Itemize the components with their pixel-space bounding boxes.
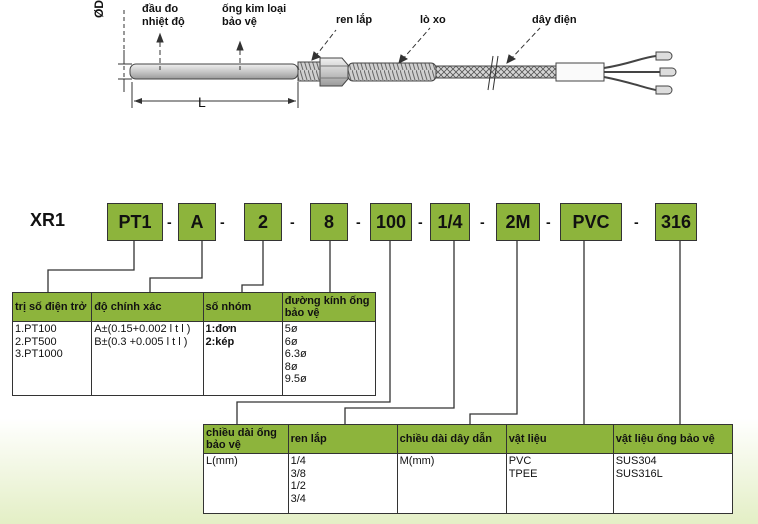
- callout-spring: lò xo: [420, 14, 446, 26]
- callout-wire: dây điện: [532, 14, 577, 26]
- header-thread: ren lắp: [290, 432, 327, 445]
- code-segment-7: 2M: [496, 203, 540, 241]
- separator: -: [480, 214, 485, 230]
- list-item: 9.5ø: [284, 373, 307, 385]
- separator: -: [356, 214, 361, 230]
- separator: -: [546, 214, 551, 230]
- lead-wires: [603, 51, 677, 95]
- callout-metal-tube: ống kim loại bảo vệ: [222, 3, 287, 28]
- list-item: 6ø: [284, 335, 298, 348]
- list-item: 2.PT500: [15, 335, 57, 348]
- header-material: vật liệu: [508, 432, 547, 445]
- header-tube-material: vật liệu ống bảo vệ: [615, 432, 715, 445]
- separator: -: [418, 214, 423, 230]
- header-resistance: trị số điện trở: [15, 300, 87, 313]
- list-item: PVC: [508, 455, 532, 467]
- list-item: L(mm): [206, 455, 238, 467]
- header-group-count: số nhóm: [205, 300, 252, 313]
- callout-leaders: [156, 27, 541, 70]
- code-segment-1: PT1: [107, 203, 163, 241]
- header-tube-length: chiều dài ống bảo vệ: [206, 426, 277, 452]
- sensor-drawing: [118, 10, 677, 108]
- code-segment-3: 2: [244, 203, 282, 241]
- separator: -: [290, 214, 295, 230]
- list-item: 5ø: [284, 323, 298, 335]
- list-item: 2:kép: [205, 335, 235, 348]
- separator: -: [167, 214, 172, 230]
- spec-table-bottom: chiều dài ống bảo vệ ren lắp chiều dài d…: [203, 424, 734, 514]
- list-item: 3/8: [290, 467, 306, 480]
- code-segment-6: 1/4: [430, 203, 470, 241]
- header-tube-diameter: đường kính ống bảo vệ: [284, 294, 370, 320]
- separator: -: [220, 214, 225, 230]
- diameter-dimension: [118, 10, 132, 92]
- list-item: A±(0.15+0.002 l t l ): [94, 323, 191, 335]
- list-item: 6.3ø: [284, 348, 307, 360]
- length-dimension: [131, 82, 299, 108]
- list-item: 1/2: [290, 480, 306, 492]
- code-segment-9: 316: [655, 203, 697, 241]
- code-prefix: XR1: [30, 210, 66, 230]
- code-segment-5: 100: [370, 203, 412, 241]
- header-accuracy: độ chính xác: [94, 300, 162, 313]
- spec-table-top: trị số điện trở độ chính xác số nhóm đườ…: [11, 292, 377, 396]
- callout-probe-tip: đầu đo nhiệt độ: [142, 3, 185, 28]
- braided-cable: [435, 55, 557, 91]
- code-segment-2: A: [178, 203, 216, 241]
- list-item: 8ø: [284, 360, 298, 373]
- list-item: 1.PT100: [15, 323, 57, 335]
- code-segment-4: 8: [310, 203, 348, 241]
- list-item: 1/4: [290, 455, 306, 467]
- thread-fitting: [297, 57, 349, 87]
- length-label: L: [198, 94, 206, 110]
- list-item: SUS316L: [615, 467, 663, 480]
- callout-thread: ren lắp: [336, 14, 373, 26]
- list-item: 3.PT1000: [15, 348, 63, 360]
- list-item: SUS304: [615, 455, 657, 467]
- separator: -: [634, 214, 639, 230]
- list-item: 3/4: [290, 492, 306, 505]
- list-item: TPEE: [508, 467, 538, 480]
- list-item: M(mm): [399, 455, 435, 467]
- header-wire-length: chiều dài dây dẫn: [399, 432, 492, 445]
- code-segment-8: PVC: [560, 203, 622, 241]
- list-item: B±(0.3 +0.005 l t l ): [94, 335, 188, 348]
- list-item: 1:đơn: [205, 323, 237, 335]
